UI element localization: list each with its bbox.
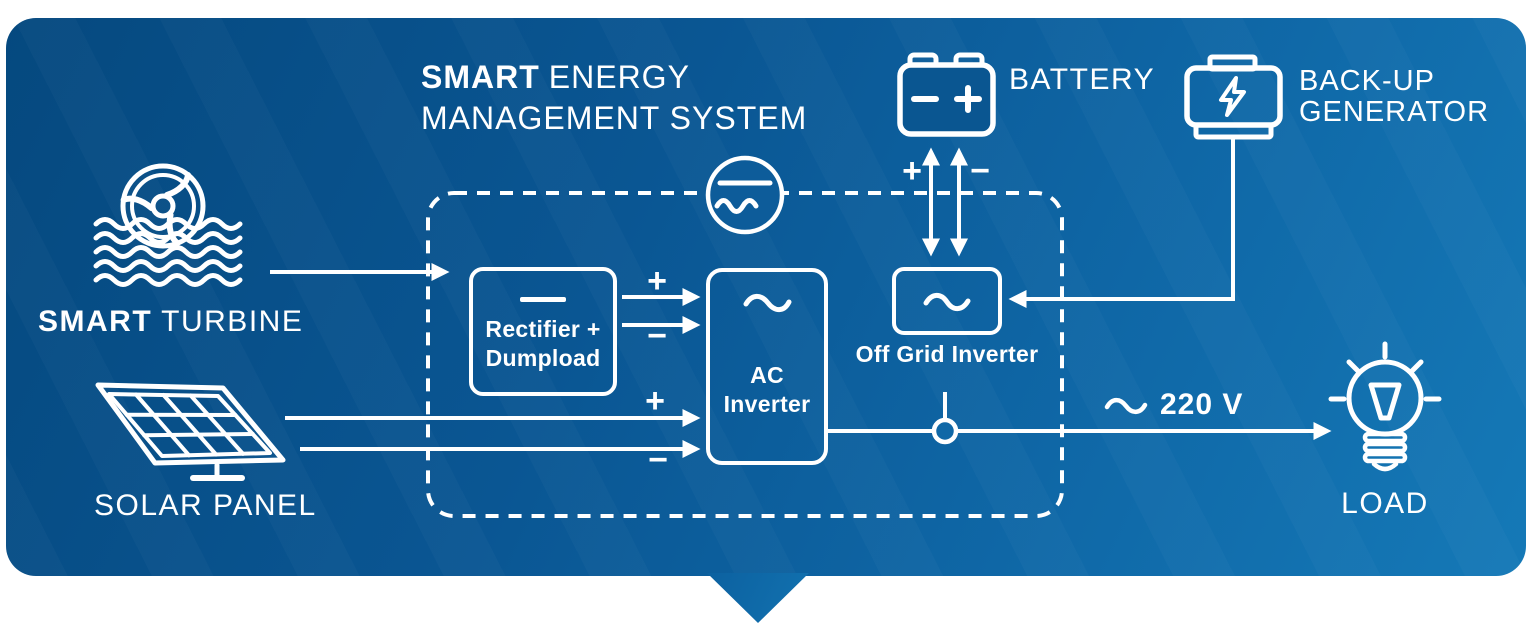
ac-inverter-label-line2: Inverter <box>723 391 811 417</box>
dc-symbol <box>520 297 566 302</box>
battery-plus-sign: + <box>902 152 922 190</box>
water-turbine-icon <box>93 163 243 287</box>
backup-generator-icon <box>1184 54 1283 140</box>
rectifier-label-line2: Dumpload <box>485 345 601 371</box>
off-grid-inverter-box <box>892 267 1002 335</box>
title-line2: MANAGEMENT SYSTEM <box>421 100 808 136</box>
rectifier-label: Rectifier + Dumpload <box>473 315 613 373</box>
title-bold: SMART <box>421 59 540 95</box>
battery-icon <box>897 52 996 137</box>
rectifier-out-plus-sign: + <box>647 262 667 300</box>
title-regular: ENERGY <box>548 59 690 95</box>
ac-inverter-box: AC Inverter <box>706 268 828 465</box>
rectifier-dumpload-box: Rectifier + Dumpload <box>469 267 617 396</box>
ac-inverter-label-line1: AC <box>750 362 784 388</box>
solar-in-minus-sign: − <box>648 441 668 479</box>
battery-minus-sign: − <box>970 152 990 190</box>
off-grid-inverter-label: Off Grid Inverter <box>855 341 1039 367</box>
turbine-label-bold: SMART <box>38 305 153 338</box>
ac-wave-icon <box>1104 397 1148 415</box>
solar-label: SOLAR PANEL <box>94 489 317 522</box>
voltage-value: 220 V <box>1160 388 1244 421</box>
generator-label-line2: GENERATOR <box>1299 96 1490 128</box>
turbine-label-regular: TURBINE <box>161 305 304 338</box>
speech-bubble-tail <box>707 573 809 623</box>
generator-label-line1: BACK-UP <box>1299 65 1435 97</box>
battery-label: BATTERY <box>1009 63 1156 96</box>
ac-wave-icon <box>923 292 971 312</box>
solar-in-plus-sign: + <box>645 382 665 420</box>
generator-label: BACK-UP GENERATOR <box>1299 66 1489 128</box>
rectifier-label-line1: Rectifier + <box>485 316 601 342</box>
rectifier-out-minus-sign: − <box>647 317 667 355</box>
load-label: LOAD <box>1341 487 1429 520</box>
solar-panel-icon <box>95 382 286 481</box>
output-voltage-label: 220 V <box>1104 388 1243 422</box>
ac-wave-icon <box>743 293 792 313</box>
light-bulb-icon <box>1328 341 1442 472</box>
ac-inverter-label: AC Inverter <box>710 361 824 419</box>
